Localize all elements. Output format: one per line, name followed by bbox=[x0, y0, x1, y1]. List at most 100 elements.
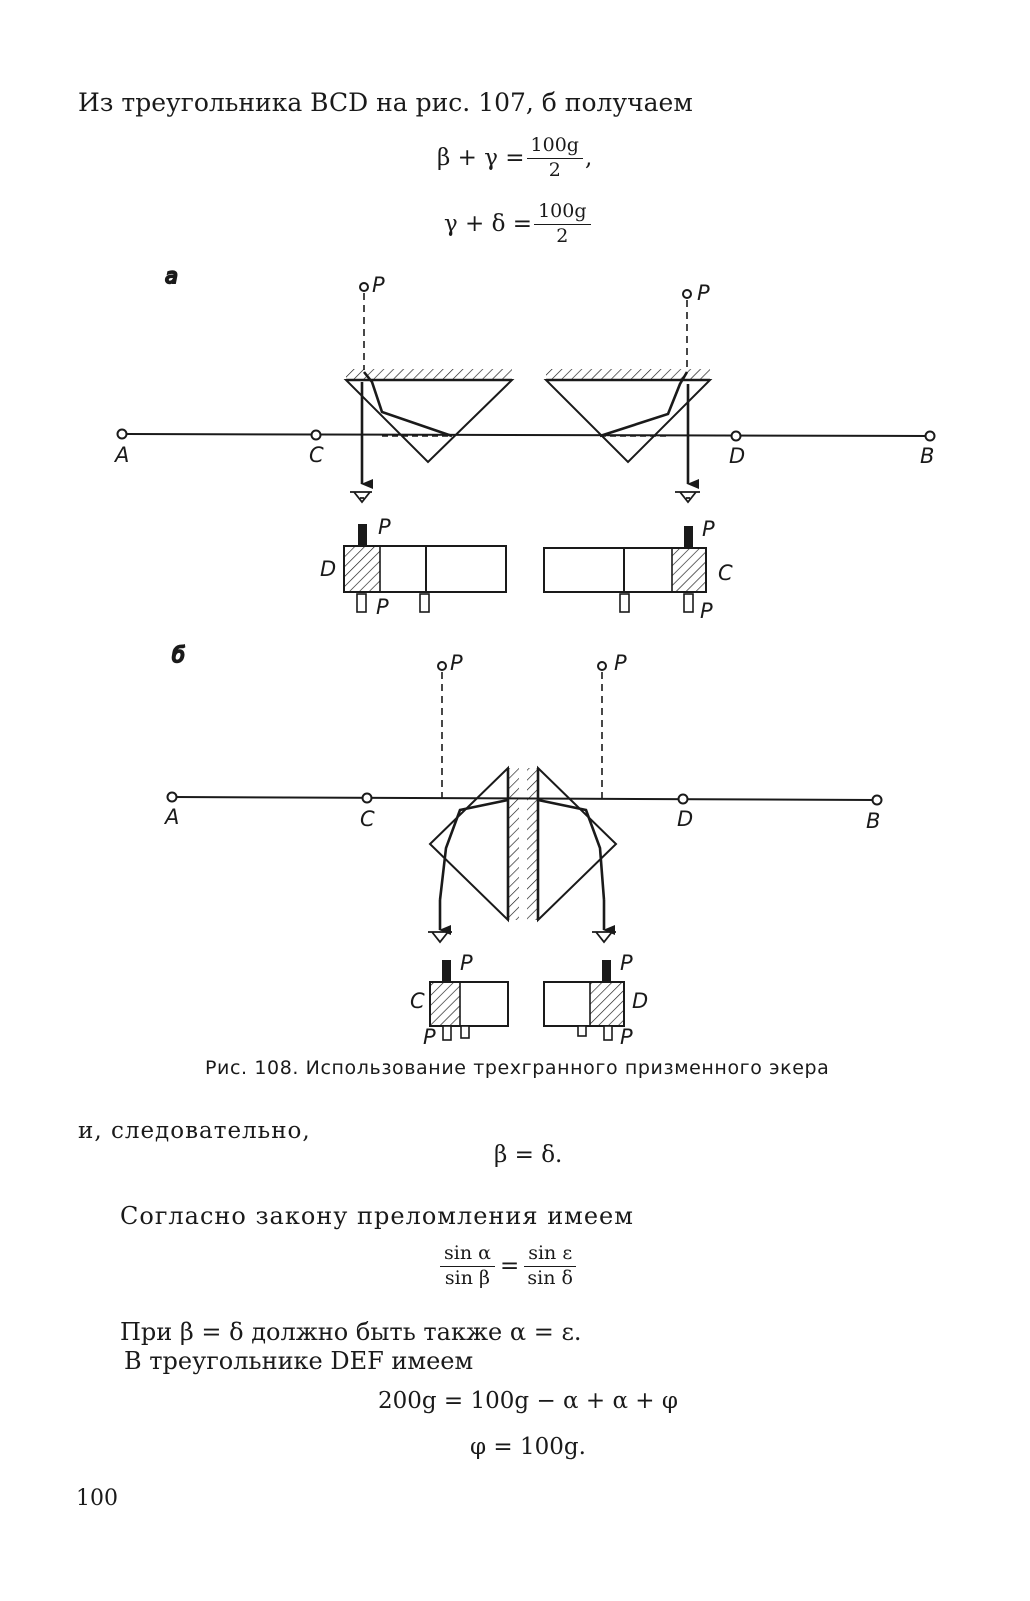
eq1-tail: , bbox=[584, 145, 593, 172]
prism-left-b bbox=[428, 765, 509, 923]
pole-bottom-mid-left-b bbox=[460, 1025, 470, 1039]
eye-left-a-icon bbox=[350, 491, 372, 504]
pole-bottom-left-a bbox=[356, 593, 367, 613]
eq2-numerator: 100g bbox=[534, 201, 591, 225]
view-hatch-left-a bbox=[343, 545, 381, 593]
pole-p-left-b bbox=[437, 661, 447, 671]
light-path-right-b bbox=[537, 798, 606, 901]
light-path-left-b bbox=[438, 798, 509, 901]
point-a-a bbox=[116, 428, 128, 440]
eye-left-b-icon bbox=[428, 931, 452, 944]
label-c-window-a: C bbox=[718, 561, 733, 585]
prism-left-b-hatch bbox=[509, 768, 519, 920]
label-p-right-b: P bbox=[614, 651, 627, 675]
label-p-window-right-a: P bbox=[702, 517, 715, 541]
consequently-text: и, следовательно, bbox=[78, 1118, 311, 1144]
line-ab-a bbox=[122, 433, 929, 437]
equation-phi: φ = 100g. bbox=[470, 1434, 586, 1460]
label-d-window-a: D bbox=[320, 557, 336, 581]
panel-b-label: б bbox=[172, 643, 185, 667]
view-hatch-right-b bbox=[589, 981, 625, 1027]
prism-right-b-hatch bbox=[527, 768, 537, 920]
equation-beta-delta: β = δ. bbox=[494, 1142, 563, 1168]
pole-p-right-a bbox=[682, 289, 692, 299]
if-beta-text: При β = δ должно быть также α = ε. bbox=[120, 1318, 582, 1346]
view-hatch-left-b bbox=[429, 981, 461, 1027]
equation-snell: sin α sin β = sin ε sin δ bbox=[438, 1243, 578, 1289]
prism-right-a-hatch bbox=[546, 369, 710, 379]
pole-bottom-right-b bbox=[603, 1025, 613, 1041]
pole-top-left-a bbox=[358, 524, 367, 546]
label-p-left-b: P bbox=[450, 651, 463, 675]
equation-angle-sum: 200g = 100g − α + α + φ bbox=[378, 1388, 678, 1414]
pole-bottom-right-a bbox=[683, 593, 694, 613]
label-p-window-right-bottom-b: P bbox=[620, 1025, 633, 1049]
snell-right-num: sin ε bbox=[524, 1243, 577, 1267]
view-hatch-right-a bbox=[671, 547, 707, 593]
label-p-window-right-bottom-a: P bbox=[700, 599, 713, 623]
eq2-fraction: 100g 2 bbox=[534, 201, 591, 247]
pole-top-left-b bbox=[442, 960, 451, 982]
label-d-a: D bbox=[729, 444, 745, 468]
point-b-a bbox=[924, 430, 936, 442]
snell-equals: = bbox=[499, 1253, 520, 1280]
snell-left-den: sin β bbox=[444, 1266, 491, 1289]
prism-left-a bbox=[343, 379, 515, 464]
light-path-left-a bbox=[362, 371, 453, 438]
eye-right-a-icon bbox=[675, 491, 700, 504]
pole-bottom-mid-right-a bbox=[619, 593, 630, 613]
snell-left-fraction: sin α sin β bbox=[440, 1243, 495, 1289]
snell-right-den: sin δ bbox=[527, 1266, 573, 1289]
label-c-window-b: C bbox=[410, 989, 425, 1013]
label-c-a: C bbox=[309, 443, 324, 467]
pole-top-right-b bbox=[602, 960, 611, 982]
figure-caption: Рис. 108. Использование трехгранного при… bbox=[205, 1057, 830, 1079]
label-p-window-right-b: P bbox=[620, 951, 633, 975]
equation-gamma-delta: γ + δ = 100g 2 bbox=[444, 201, 593, 247]
light-path-right-a bbox=[599, 371, 689, 438]
point-c-a bbox=[310, 429, 322, 441]
label-p-right-a: P bbox=[697, 281, 710, 305]
pole-bottom-mid-left-a bbox=[419, 593, 430, 613]
label-d-window-b: D bbox=[632, 989, 648, 1013]
snell-intro-text: Согласно закону преломления имеем bbox=[120, 1202, 634, 1230]
point-d-a bbox=[730, 430, 742, 442]
prism-figure: а A C D B P P bbox=[113, 263, 936, 1049]
point-c-b bbox=[361, 792, 373, 804]
page-number: 100 bbox=[76, 1486, 118, 1511]
in-triangle-text: В треугольнике DEF имеем bbox=[124, 1347, 474, 1375]
label-c-b: C bbox=[360, 807, 375, 831]
point-b-b bbox=[871, 794, 883, 806]
pole-p-left-a bbox=[359, 282, 369, 292]
pole-top-right-a bbox=[684, 526, 693, 548]
panel-a-label: а bbox=[165, 264, 178, 288]
equation-beta-gamma: β + γ = 100g 2 , bbox=[437, 135, 593, 181]
label-p-left-a: P bbox=[372, 273, 385, 297]
eq1-numerator: 100g bbox=[526, 135, 583, 159]
snell-right-fraction: sin ε sin δ bbox=[524, 1243, 577, 1289]
eq1-denominator: 2 bbox=[548, 158, 561, 181]
point-a-b bbox=[166, 791, 178, 803]
label-a-a: A bbox=[113, 443, 129, 467]
point-d-b bbox=[677, 793, 689, 805]
prism-right-a bbox=[543, 379, 713, 464]
snell-left-num: sin α bbox=[440, 1243, 495, 1267]
eye-right-b-icon bbox=[592, 931, 616, 944]
eq2-left: γ + δ = bbox=[444, 211, 533, 238]
label-p-window-left-a: P bbox=[378, 515, 391, 539]
label-p-window-left-bottom-a: P bbox=[376, 595, 389, 619]
label-b-a: B bbox=[920, 444, 934, 468]
eq1-fraction: 100g 2 bbox=[526, 135, 583, 181]
pole-bottom-left-b bbox=[442, 1025, 452, 1041]
label-a-b: A bbox=[163, 805, 179, 829]
eq2-denominator: 2 bbox=[556, 224, 569, 247]
label-p-window-left-bottom-b: P bbox=[423, 1025, 436, 1049]
label-b-b: B bbox=[866, 809, 880, 833]
label-p-window-left-b: P bbox=[460, 951, 473, 975]
line-ab-b bbox=[172, 796, 876, 801]
eq1-left: β + γ = bbox=[437, 145, 525, 172]
pole-bottom-mid-right-b bbox=[577, 1025, 587, 1037]
prism-left-a-hatch bbox=[346, 369, 512, 379]
label-d-b: D bbox=[677, 807, 693, 831]
pole-p-right-b bbox=[597, 661, 607, 671]
